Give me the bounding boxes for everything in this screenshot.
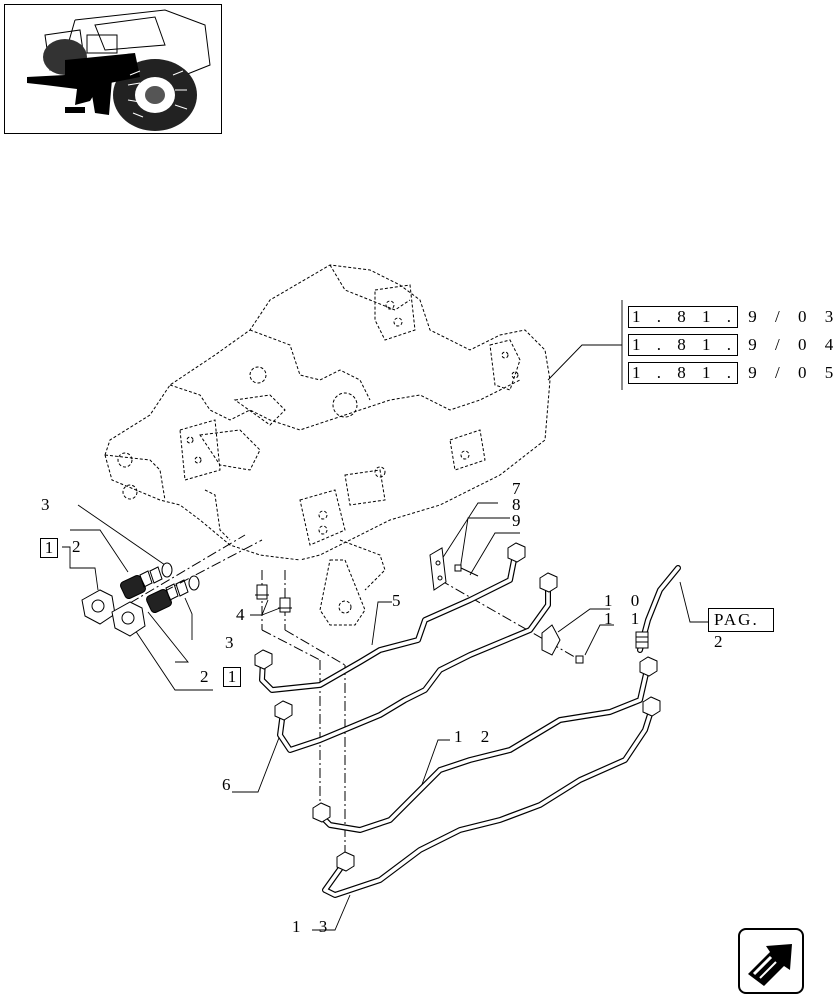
next-page-arrow-icon[interactable]: [738, 928, 804, 994]
reference-row-2[interactable]: 1 . 8 1 . 9 / 0 4: [628, 334, 833, 356]
reference-tail-3: 9 / 0 5: [748, 363, 840, 382]
bracket-and-clamps: [429, 547, 584, 664]
leader-lines: [62, 300, 708, 931]
callout-2-lower: 2: [200, 667, 216, 686]
callout-3-upper: 3: [41, 495, 57, 514]
callout-box-1-lower: 1: [223, 667, 241, 687]
hydraulic-pipes-drawing: [62, 264, 708, 931]
reference-tail-1: 9 / 0 3: [748, 307, 840, 326]
callout-13: 1 3: [292, 917, 335, 936]
callout-box-1-upper: 1: [40, 538, 58, 558]
callout-5: 5: [392, 591, 408, 610]
reference-tail-2: 9 / 0 4: [748, 335, 840, 354]
reference-box-3: 1 . 8 1 .: [628, 362, 738, 384]
exploded-parts-diagram: 3 1 2 3 4 2 1 5 6 7 8 9 1 0 1 1 1 2 1 3 …: [4, 4, 833, 994]
callout-4: 4: [236, 605, 252, 624]
callout-10: 1 0: [604, 591, 647, 610]
callout-6: 6: [222, 775, 238, 794]
callout-9: 9: [512, 511, 528, 530]
chassis-outline: [104, 264, 551, 626]
quick-couplers: [81, 562, 292, 637]
reference-box-2: 1 . 8 1 .: [628, 334, 738, 356]
reference-row-3[interactable]: 1 . 8 1 . 9 / 0 5: [628, 362, 833, 384]
pipe-fittings: [254, 542, 661, 872]
callout-12: 1 2: [454, 727, 497, 746]
reference-box-1: 1 . 8 1 .: [628, 306, 738, 328]
reference-row-1[interactable]: 1 . 8 1 . 9 / 0 3: [628, 306, 833, 328]
tractor-thumbnail-icon: [4, 4, 222, 134]
page-reference-box[interactable]: PAG. 2: [708, 608, 774, 651]
callout-7: 7: [512, 479, 528, 498]
callout-11: 1 1: [604, 609, 647, 628]
callout-2-upper: 2: [72, 537, 88, 556]
callout-8: 8: [512, 495, 528, 514]
callout-3-lower: 3: [225, 633, 241, 652]
